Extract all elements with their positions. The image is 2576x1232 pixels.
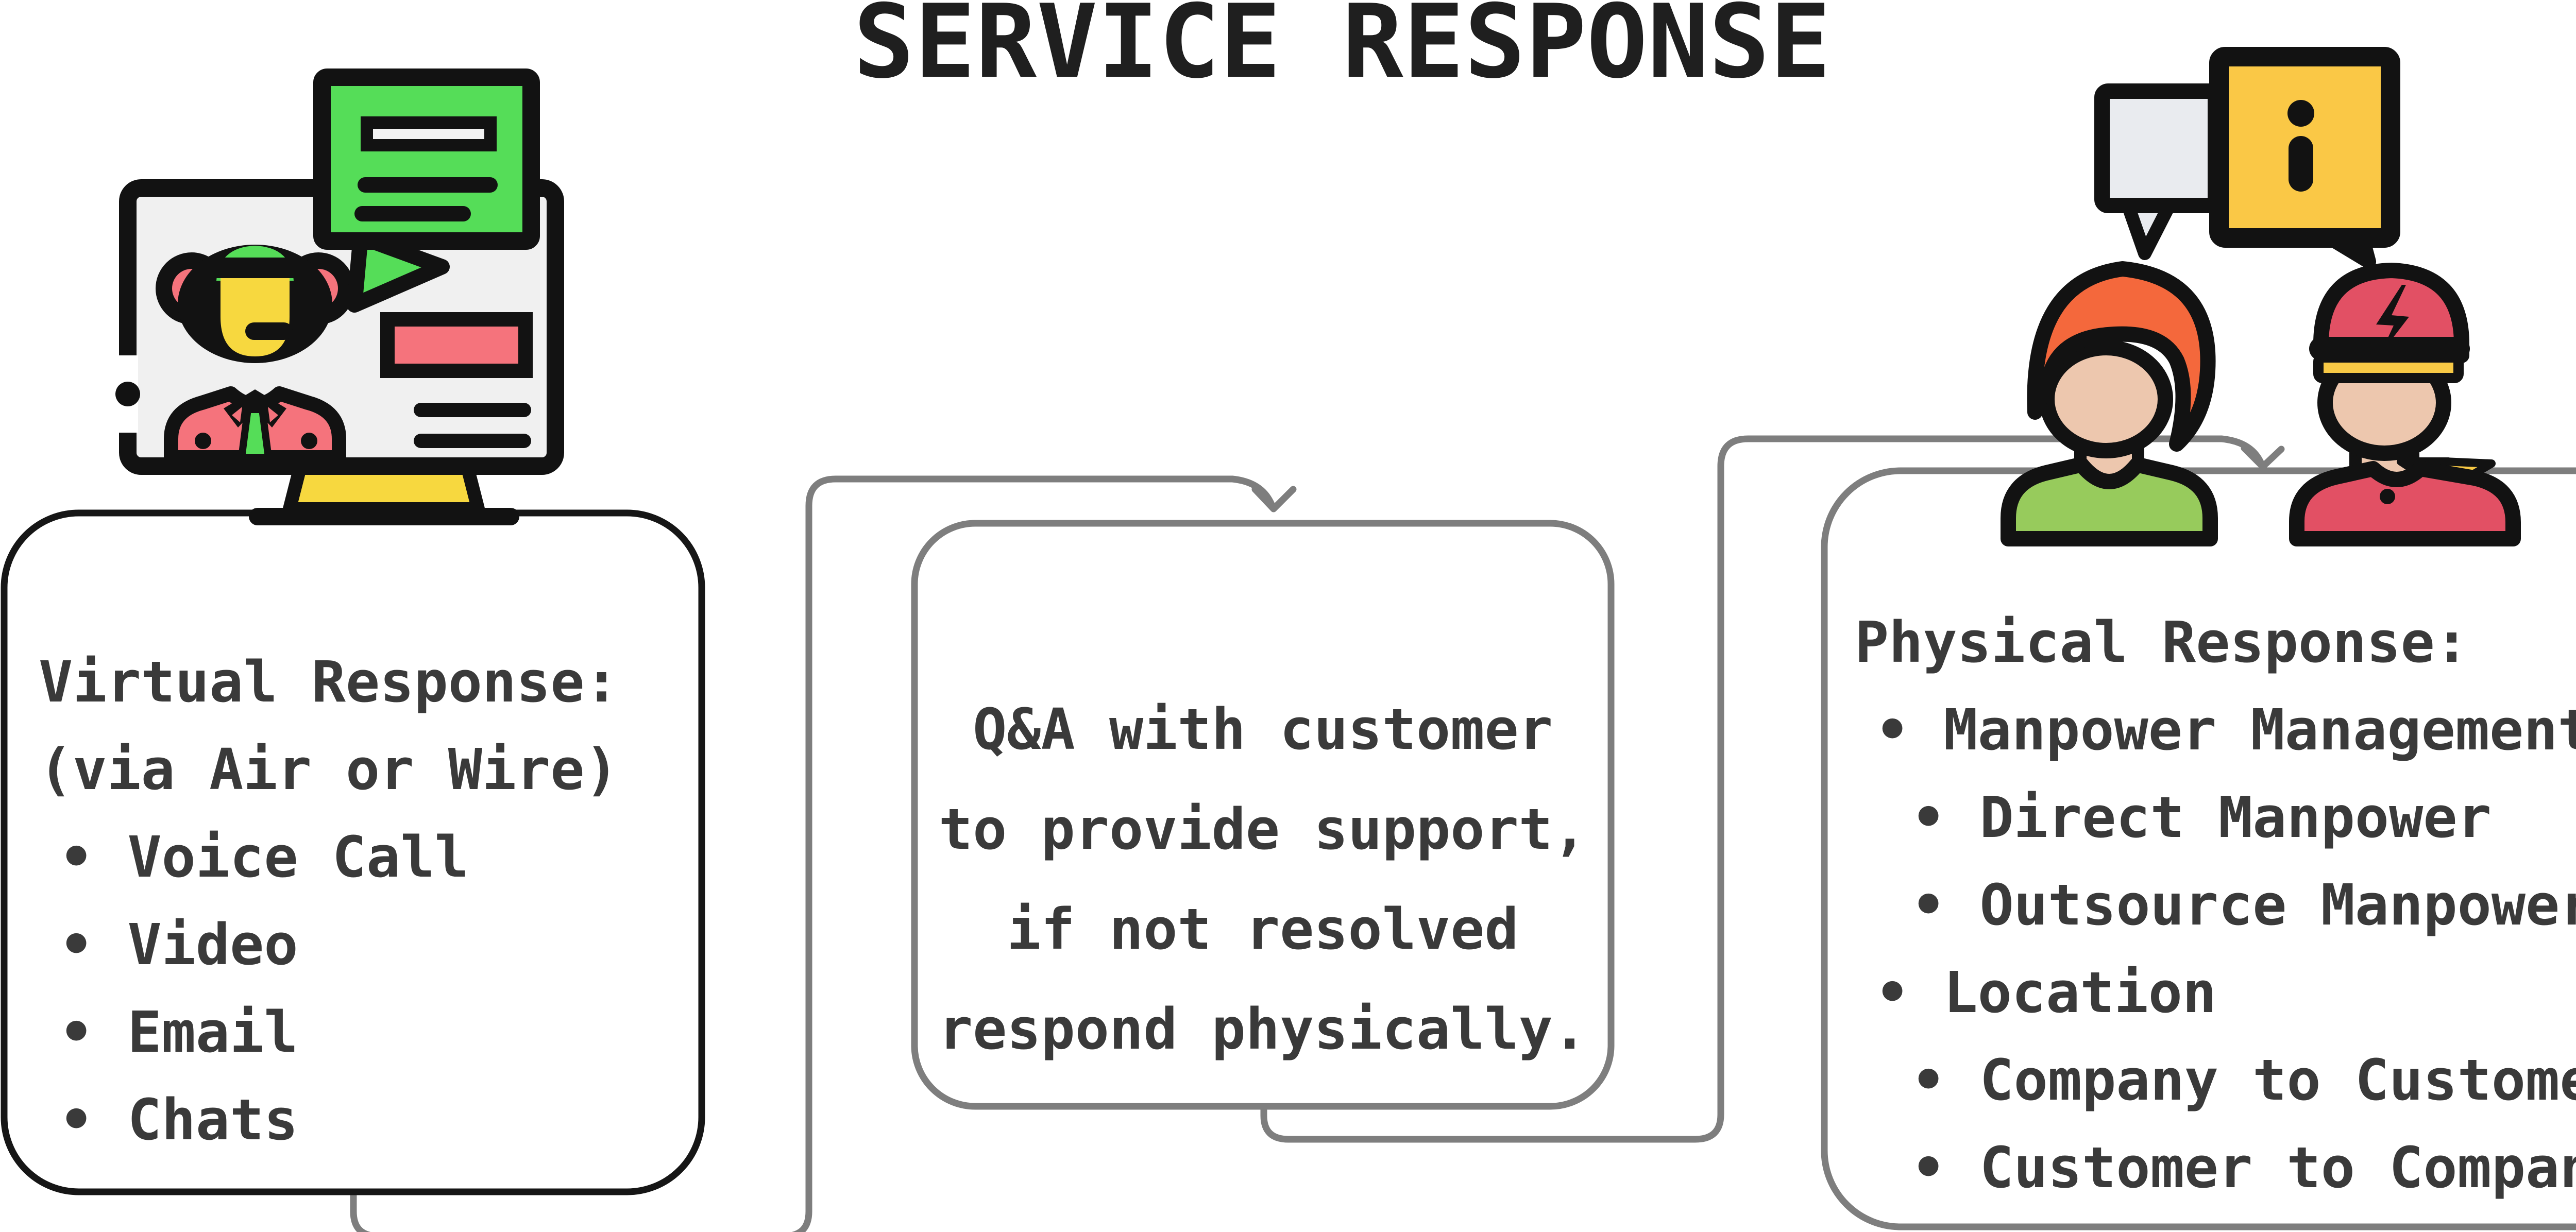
customer-face — [2039, 340, 2173, 458]
lightning-bolt-icon — [2376, 285, 2409, 354]
svg-text:if not resolved: if not resolved — [1007, 896, 1518, 962]
arrowhead-down-icon — [2241, 444, 2285, 470]
bullet-location: • Location — [1875, 960, 2216, 1025]
speech-bubble-icon — [2094, 83, 2223, 260]
bullet-company-to-customer: • Company to Customer — [1911, 1047, 2576, 1113]
agent-tie — [238, 406, 273, 461]
cap-band — [2309, 337, 2470, 361]
technician-shirt — [2289, 461, 2521, 546]
bullet-chats: • Chats — [59, 1087, 298, 1153]
agent-face — [221, 277, 290, 356]
bullet-email: • Email — [59, 999, 298, 1065]
connector-virtual-to-qa — [350, 475, 1297, 1232]
connector-qa-to-physical — [1260, 435, 2285, 1143]
virtual-subheading: (via Air or Wire) — [39, 737, 619, 802]
info-i-bar — [2289, 136, 2313, 192]
customer-shirt — [2001, 457, 2218, 546]
agent-mic — [245, 322, 293, 340]
virtual-heading: Virtual Response: — [39, 649, 619, 715]
customer-hair — [2027, 261, 2216, 452]
arrowhead-down-icon — [1251, 486, 1297, 512]
bullet-manpower-management: • Manpower Management — [1875, 697, 2576, 763]
physical-heading: Physical Response: — [1855, 609, 2469, 675]
physical-response-box — [1821, 467, 2576, 1230]
screen-red-banner — [380, 312, 533, 378]
qa-box — [911, 520, 1615, 1110]
bullet-voice-call: • Voice Call — [59, 824, 469, 890]
svg-text:to provide support,: to provide support, — [939, 796, 1587, 862]
qa-text: Q&A with customer to provide support, if… — [939, 696, 1587, 1062]
customer-person-icon — [2001, 261, 2218, 546]
monitor-stand-base — [249, 508, 519, 525]
support-agent-icon — [156, 245, 354, 465]
chat-bubble-icon — [313, 69, 540, 313]
bullet-customer-to-company: • Customer to Company — [1911, 1135, 2576, 1201]
bullet-outsource-manpower: • Outsource Manpower — [1911, 872, 2576, 938]
page-title: SERVICE RESPONSE — [853, 0, 1831, 101]
info-i-dot — [2287, 100, 2314, 127]
video-call-icon — [115, 69, 564, 525]
customer-technician-icon — [2001, 47, 2521, 546]
bullet-direct-manpower: • Direct Manpower — [1911, 784, 2492, 850]
svg-text:Q&A with customer: Q&A with customer — [973, 696, 1553, 762]
svg-text:respond physically.: respond physically. — [939, 996, 1587, 1062]
agent-visor — [216, 258, 297, 278]
bullet-video: • Video — [59, 912, 298, 978]
virtual-response-text: Virtual Response: (via Air or Wire) • Vo… — [39, 649, 619, 1153]
frame-dot — [115, 382, 140, 406]
technician-person-icon — [2289, 263, 2521, 546]
info-bubble-icon — [2209, 47, 2400, 269]
physical-response-text: Physical Response: • Manpower Management… — [1855, 609, 2576, 1201]
